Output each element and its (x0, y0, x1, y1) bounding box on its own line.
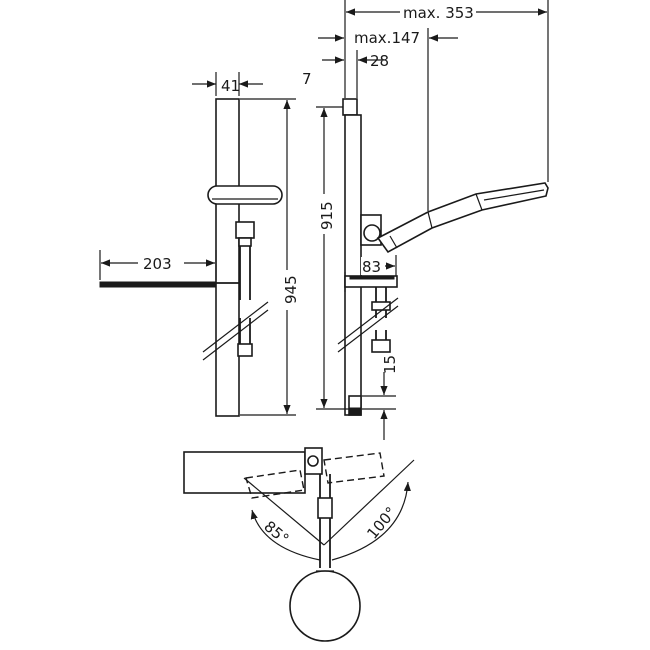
dim-7: 7 (302, 70, 312, 88)
hand-shower-side (376, 182, 549, 254)
dim-945: 945 (282, 275, 300, 304)
shower-rail-side (344, 114, 362, 416)
dim-max-353: max. 353 (403, 4, 474, 22)
dim-203: 203 (143, 255, 172, 273)
angle-85: 85° (260, 517, 292, 548)
dim-15: 15 (381, 355, 399, 374)
dim-28: 28 (370, 52, 389, 70)
angle-100: 100° (363, 503, 400, 542)
top-view: 85° 100° (183, 447, 415, 642)
shower-head-top (289, 570, 361, 642)
dim-83: 83 (362, 258, 381, 276)
side-view: max. 353 max.147 7 28 915 83 15 (302, 0, 549, 440)
dim-915: 915 (318, 201, 336, 230)
dim-max-147: max.147 (354, 29, 420, 47)
hand-shower-front (207, 185, 283, 205)
dim-41: 41 (221, 77, 240, 95)
shower-rail-front (215, 98, 240, 417)
shelf-top (183, 451, 306, 494)
front-view: 41 945 203 (99, 72, 300, 417)
shelf-front (99, 281, 217, 288)
